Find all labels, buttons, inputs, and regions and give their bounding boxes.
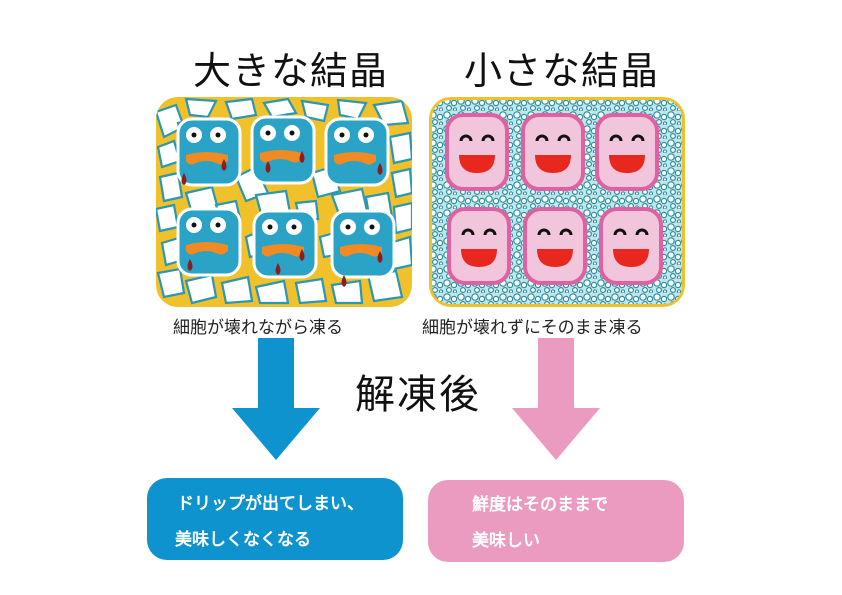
result-line-2: 美味しい [472,531,540,551]
result-box-small-crystal: 鮮度はそのままで 美味しい [428,480,684,562]
result-box-large-crystal: ドリップが出てしまい、 美味しくなくなる [147,478,403,560]
large-crystal-illustration [156,97,412,307]
title-small-crystal: 小さな結晶 [464,49,660,93]
title-large-crystal: 大きな結晶 [193,49,389,93]
caption-small-crystal: 細胞が壊れずにそのまま凍る [422,318,643,338]
caption-large-crystal: 細胞が壊れながら凍る [173,318,343,338]
result-line-1: ドリップが出てしまい、 [177,494,364,514]
arrow-down-pink-icon [512,338,600,460]
after-thawing-label: 解凍後 [355,372,481,418]
small-crystal-illustration [429,97,685,307]
result-line-1: 鮮度はそのままで [472,495,608,515]
result-line-2: 美味しくなくなる [175,530,311,550]
arrow-down-blue-icon [232,338,320,460]
intact-cells [445,113,663,285]
damaged-cells [176,115,396,287]
